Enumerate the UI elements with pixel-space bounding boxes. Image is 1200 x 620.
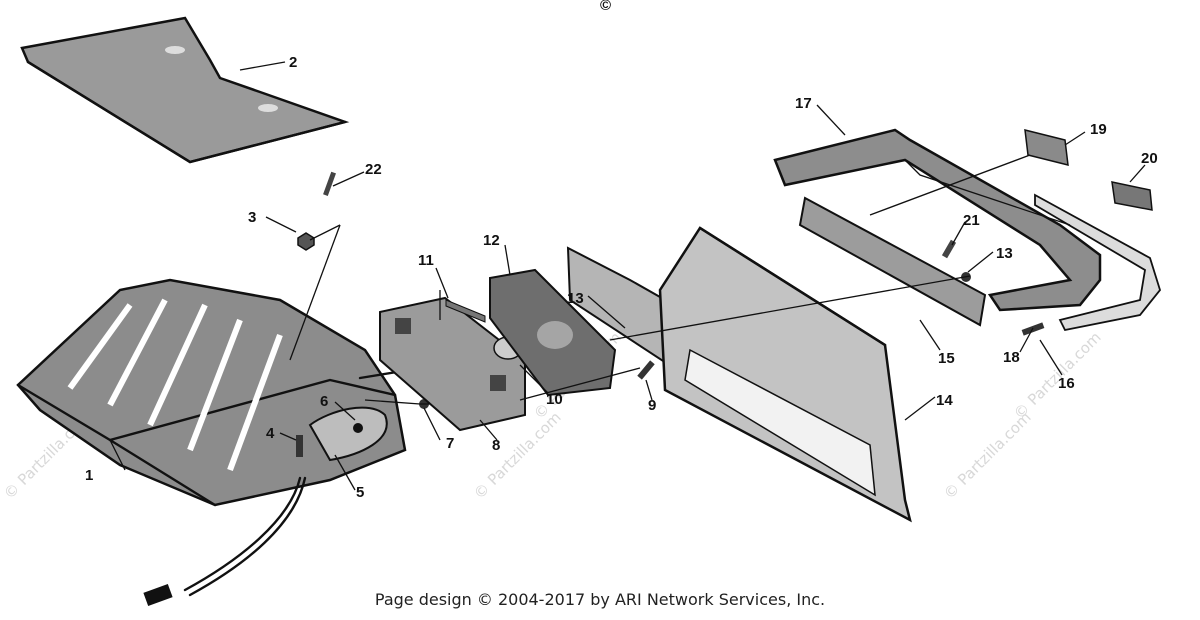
watermark: © Partzilla.com <box>940 408 1035 503</box>
part-15-retainer-bar[interactable] <box>798 196 987 327</box>
callout-13a: 13 <box>567 290 584 307</box>
part-17-bumper-rail[interactable] <box>773 128 1102 312</box>
callout-21: 21 <box>963 212 980 229</box>
callout-7: 7 <box>446 435 454 452</box>
callout-4: 4 <box>266 425 275 442</box>
callout-2: 2 <box>289 54 297 71</box>
callout-10: 10 <box>546 391 563 408</box>
callout-15: 15 <box>938 350 955 367</box>
callout-6: 6 <box>320 393 328 410</box>
callout-11: 11 <box>418 252 434 269</box>
part-11-gasket[interactable] <box>439 290 486 323</box>
part-9-screw <box>637 360 655 380</box>
callout-14: 14 <box>936 392 953 409</box>
part-22-bolt <box>323 171 336 196</box>
callout-5: 5 <box>356 484 364 501</box>
callout-1: 1 <box>85 467 93 484</box>
part-14-frame[interactable] <box>658 226 912 523</box>
callout-16: 16 <box>1058 375 1075 392</box>
part-16-trim-strip[interactable] <box>1034 193 1162 332</box>
callout-17: 17 <box>795 95 812 112</box>
callout-12: 12 <box>483 232 500 249</box>
part-3-nut <box>297 232 315 251</box>
part-4-screw <box>296 435 303 457</box>
part-19-decal[interactable] <box>1024 129 1069 166</box>
callouts: 1 2 3 4 5 6 7 8 9 10 11 12 13 13 14 15 1… <box>85 54 1158 501</box>
callout-13b: 13 <box>996 245 1013 262</box>
callout-18: 18 <box>1003 349 1020 366</box>
callout-8: 8 <box>492 437 500 454</box>
part-2-cover-plate[interactable] <box>20 16 350 164</box>
part-8-socket-bracket[interactable] <box>379 296 526 432</box>
part-12-lens[interactable] <box>489 268 617 397</box>
assembly-lines <box>289 154 1071 405</box>
part-20-decal[interactable] <box>1111 181 1153 211</box>
top-mark: © <box>600 0 611 14</box>
callout-3: 3 <box>248 209 256 226</box>
callout-9: 9 <box>648 397 656 414</box>
leader-lines <box>109 61 1146 491</box>
callout-22: 22 <box>365 161 382 178</box>
page-footer: Page design © 2004-2017 by ARI Network S… <box>374 590 826 609</box>
callout-19: 19 <box>1090 121 1107 138</box>
callout-20: 20 <box>1141 150 1158 167</box>
part-1-housing[interactable] <box>16 278 407 507</box>
